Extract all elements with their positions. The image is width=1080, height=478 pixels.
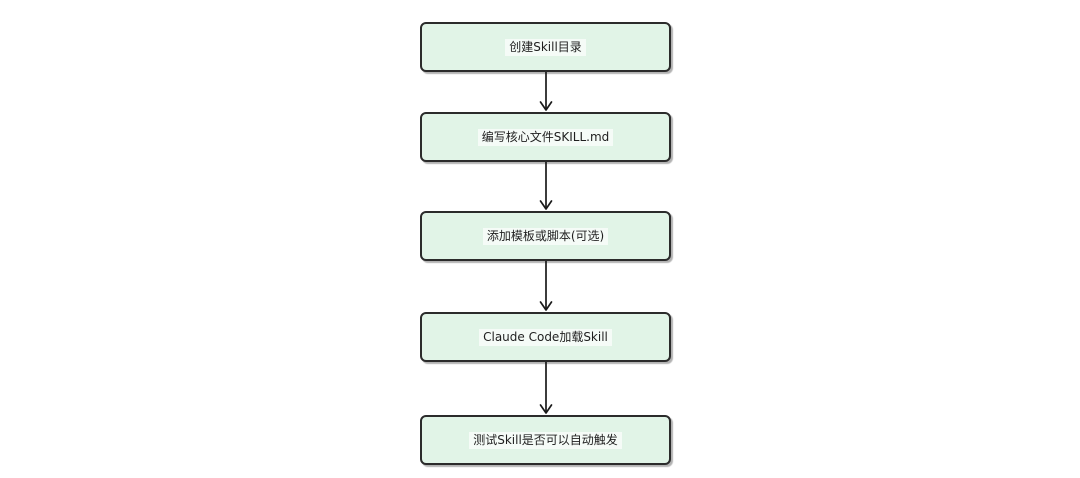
flow-node-label: 创建Skill目录 (505, 38, 586, 56)
flow-arrow-4-5 (534, 362, 558, 415)
flow-node-test-auto-trigger: 测试Skill是否可以自动触发 (420, 415, 671, 465)
flow-arrow-2-3 (534, 162, 558, 211)
arrow-down-icon (539, 72, 553, 111)
flow-node-add-templates: 添加模板或脚本(可选) (420, 211, 671, 261)
flow-node-write-skill-md: 编写核心文件SKILL.md (420, 112, 671, 162)
flow-node-label: 测试Skill是否可以自动触发 (469, 431, 622, 449)
arrow-down-icon (539, 362, 553, 414)
flow-arrow-3-4 (534, 261, 558, 312)
flow-node-claude-code-load: Claude Code加载Skill (420, 312, 671, 362)
flow-arrow-1-2 (534, 72, 558, 112)
flow-node-label: 编写核心文件SKILL.md (477, 128, 614, 146)
flow-node-create-skill-dir: 创建Skill目录 (420, 22, 671, 72)
arrow-down-icon (539, 162, 553, 210)
flow-node-label: Claude Code加载Skill (479, 328, 612, 346)
flow-node-label: 添加模板或脚本(可选) (482, 227, 609, 245)
arrow-down-icon (539, 261, 553, 311)
